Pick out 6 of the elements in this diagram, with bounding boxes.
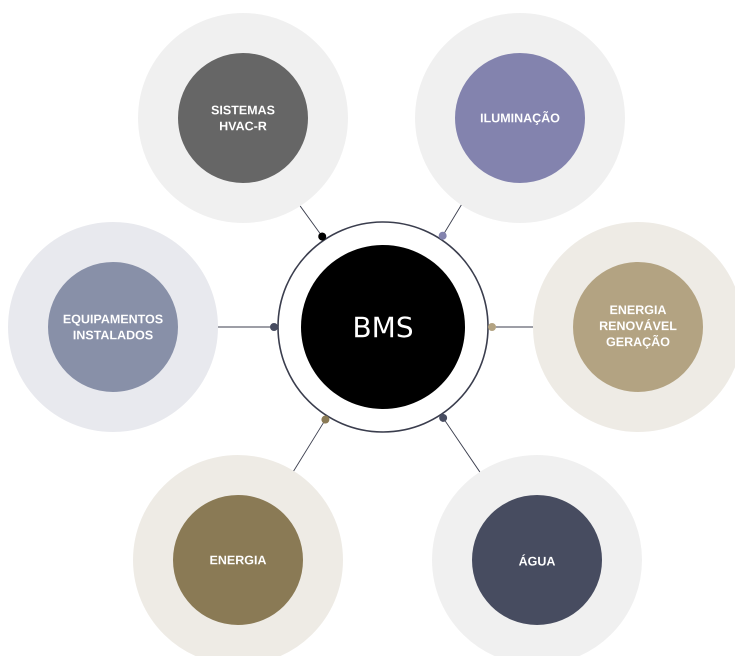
connector-line: [439, 414, 480, 472]
connector-line: [300, 206, 326, 241]
connector-line: [488, 323, 534, 331]
connector-line: [218, 323, 278, 331]
connector-line: [438, 204, 462, 240]
connector-line: [293, 416, 330, 472]
